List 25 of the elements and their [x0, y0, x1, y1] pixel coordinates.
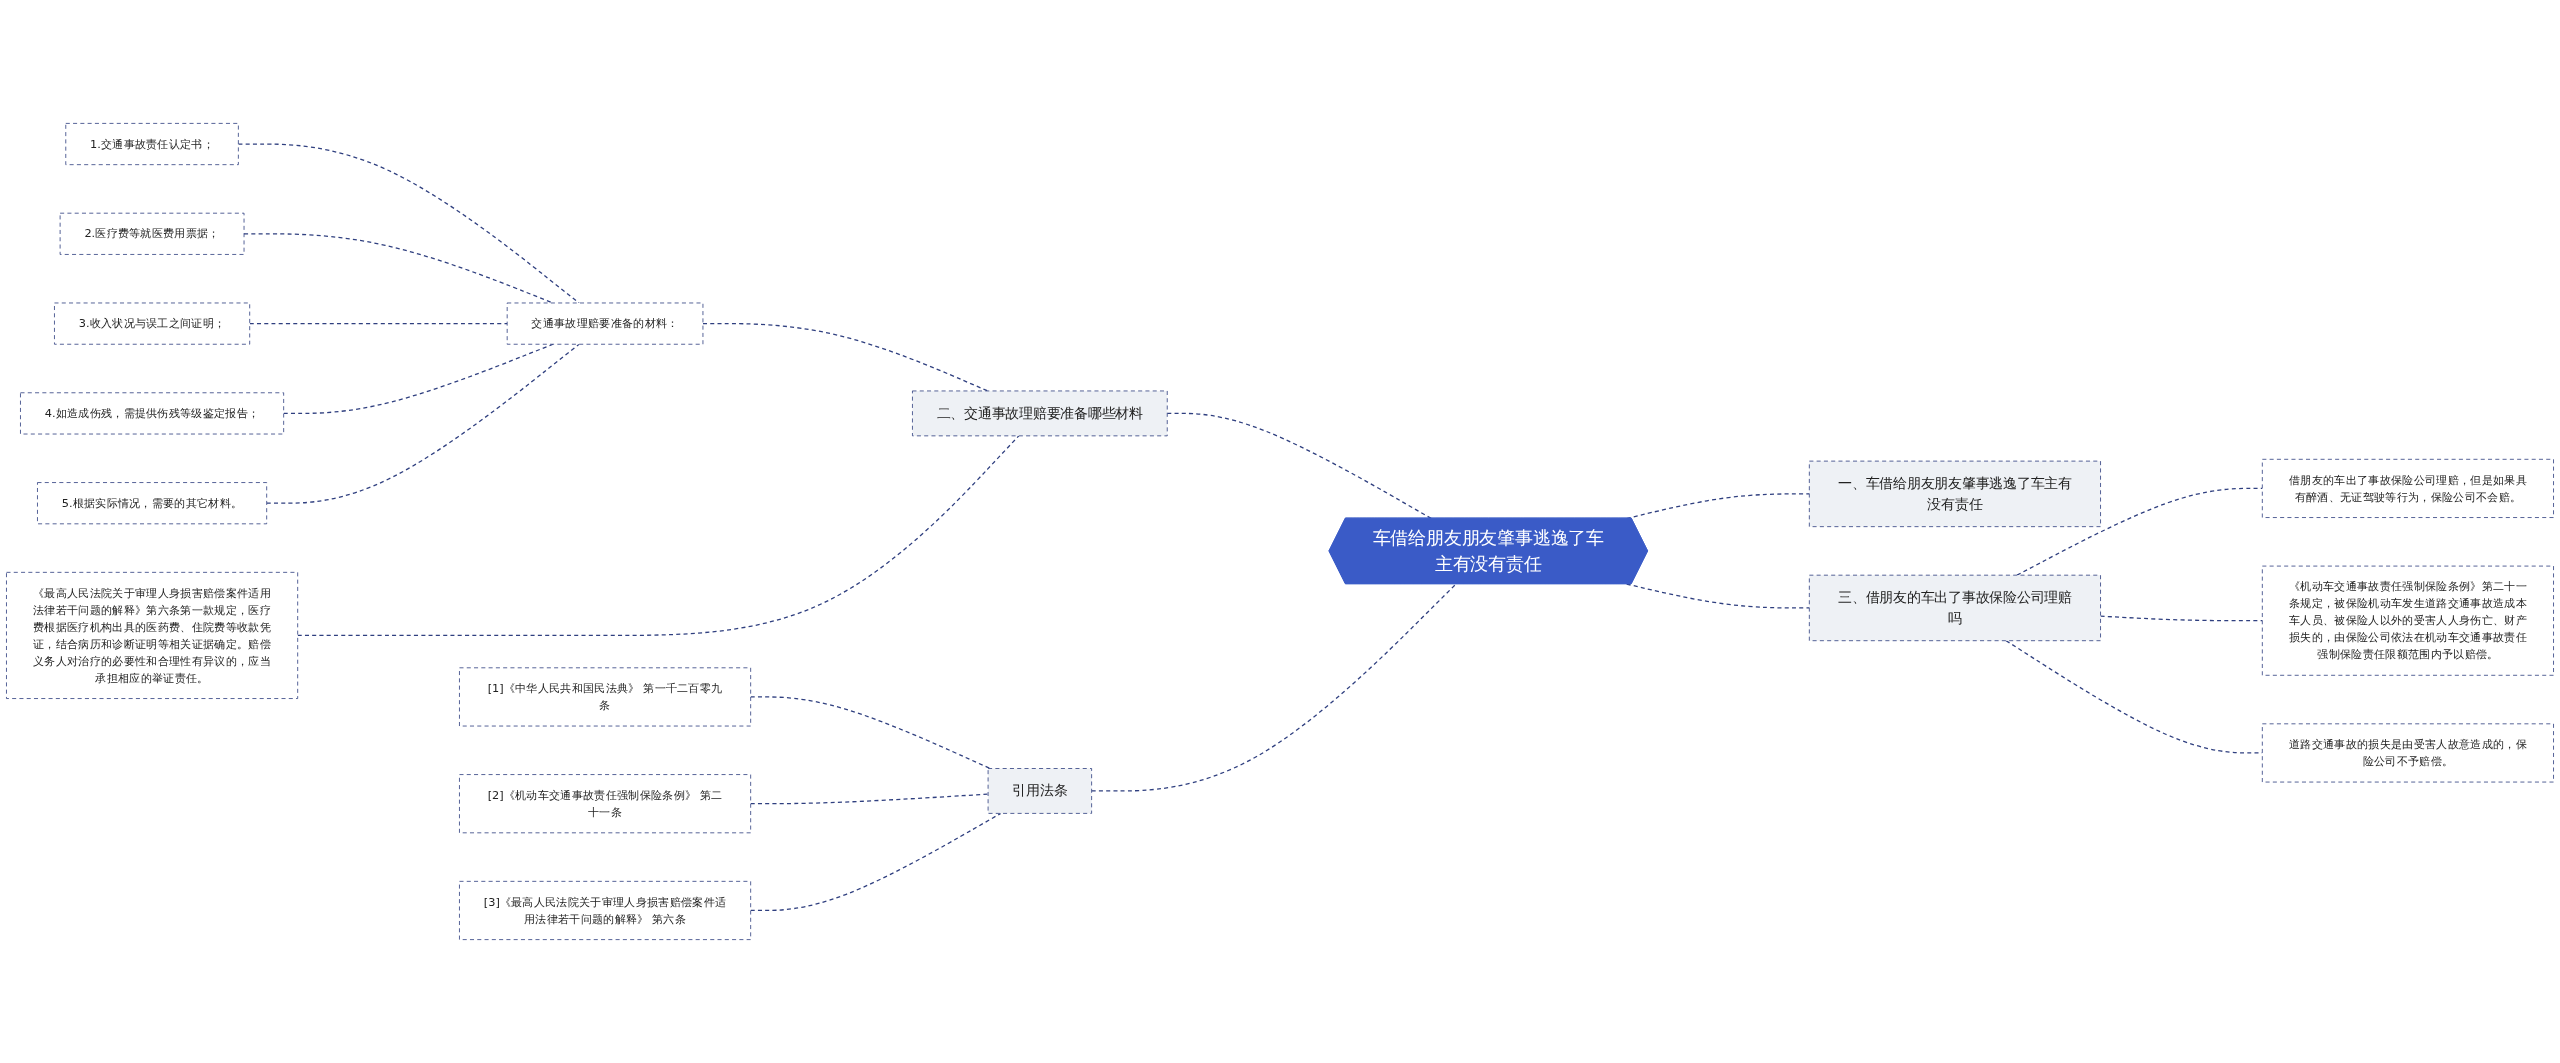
- node-box: 道路交通事故的损失是由受害人故意造成的，保险公司不予赔偿。: [2261, 723, 2554, 783]
- node-box: 5.根据实际情况，需要的其它材料。: [37, 482, 268, 525]
- node-box: 引用法条: [987, 768, 1093, 814]
- connector: [1626, 583, 1810, 609]
- node-box: 4.如造成伤残，需提供伤残等级鉴定报告；: [20, 392, 285, 435]
- node-box: 三、借朋友的车出了事故保险公司理赔吗: [1808, 574, 2101, 642]
- node-box: 一、车借给朋友朋友肇事逃逸了车主有没有责任: [1808, 460, 2101, 528]
- connector: [750, 793, 989, 805]
- node-box: 2.医疗费等就医费用票据；: [59, 212, 245, 255]
- node-box: [1]《中华人民共和国民法典》 第一千二百零九条: [459, 667, 752, 727]
- node-box: 3.收入状况与误工之间证明；: [54, 302, 251, 345]
- node-box: [3]《最高人民法院关于审理人身损害赔偿案件适用法律若干问题的解释》 第六条: [459, 880, 752, 940]
- connector: [1626, 493, 1810, 520]
- connector: [249, 322, 508, 325]
- connector: [1090, 583, 1457, 792]
- node-box: [2]《机动车交通事故责任强制保险条例》 第二十一条: [459, 774, 752, 834]
- node-box: 1.交通事故责任认定书；: [65, 123, 239, 166]
- node-box: 借朋友的车出了事故保险公司理赔，但是如果具有醉酒、无证驾驶等行为，保险公司不会赔。: [2261, 458, 2554, 518]
- node-box: 二、交通事故理赔要准备哪些材料: [912, 390, 1168, 437]
- connector: [297, 435, 1020, 637]
- node-box: 《机动车交通事故责任强制保险条例》第二十一条规定，被保险机动车发生道路交通事故造成本车人员、被保险人以外的受害人人身伤亡、财产损失的，由保险公司依法在机动车交通事故责任强制保险责任限额范围内予以赔偿。: [2261, 565, 2554, 676]
- connector: [750, 812, 1002, 912]
- node-box: 交通事故理赔要准备的材料：: [506, 302, 704, 345]
- connector: [2016, 487, 2263, 576]
- node-box: 《最高人民法院关于审理人身损害赔偿案件适用法律若干问题的解释》第六条第一款规定，医疗费根据医疗机构出具的医药费、住院费等收款凭证，结合病历和诊断证明等相关证据确定。赔偿义务人对治疗的必要性和合理性有异议的，应当承担相应的举证责任。: [6, 571, 299, 699]
